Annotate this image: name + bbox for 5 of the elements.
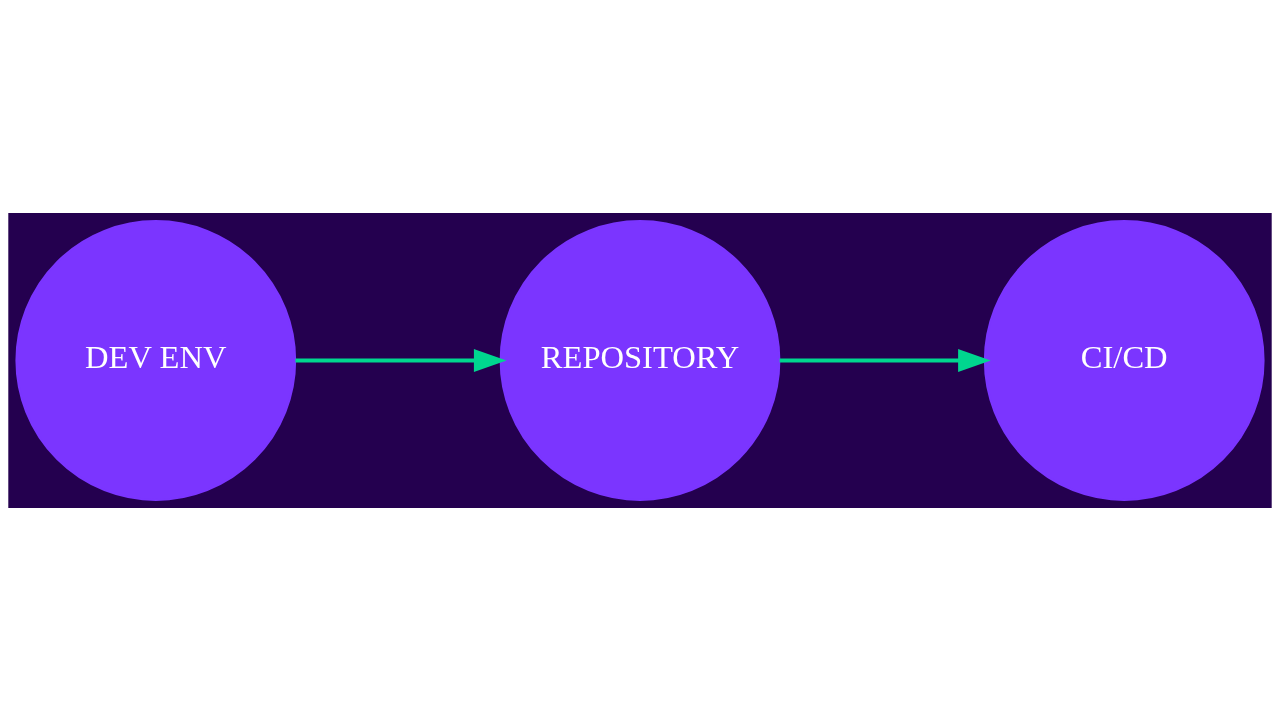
node-circle: DEV ENV <box>15 219 297 501</box>
node-circle: REPOSITORY <box>499 219 781 501</box>
arrow <box>779 348 991 372</box>
arrow <box>295 348 507 372</box>
node-circle: CI/CD <box>983 219 1265 501</box>
